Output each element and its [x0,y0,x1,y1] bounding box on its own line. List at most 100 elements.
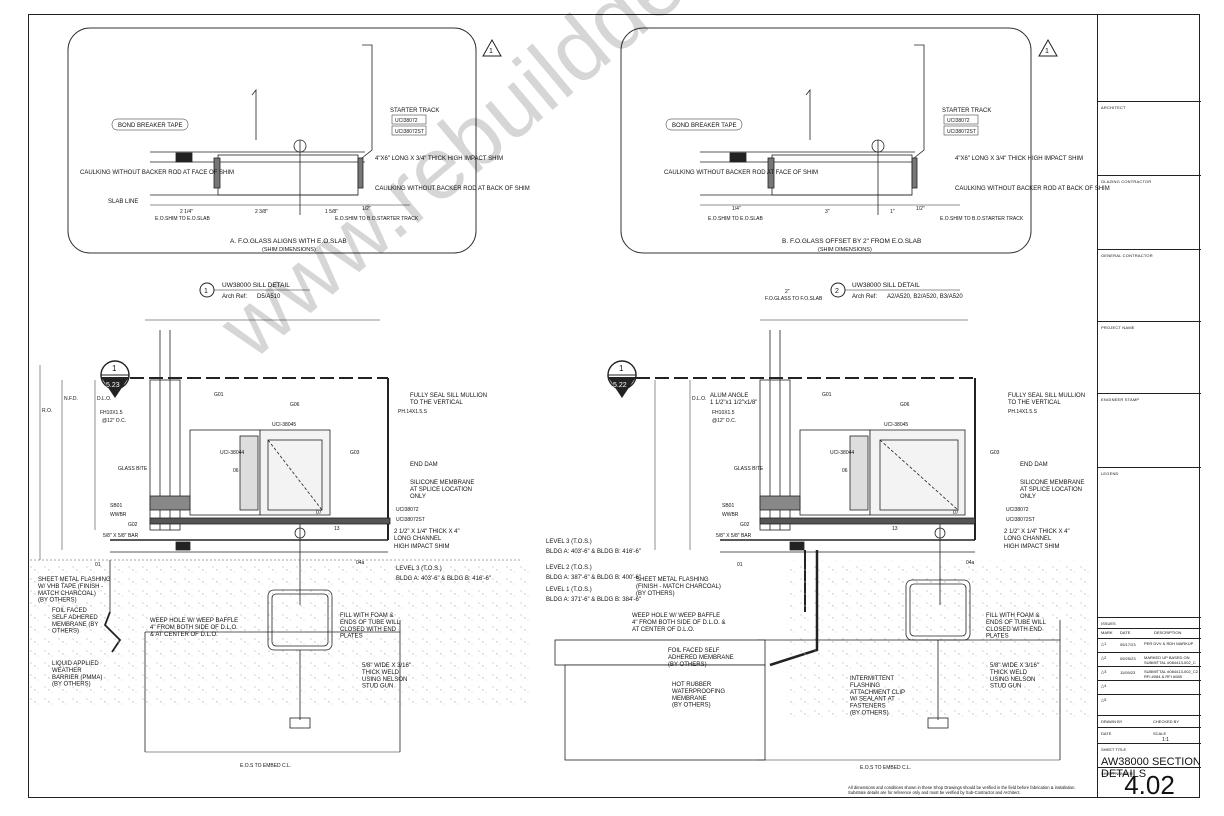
tag: D.L.O. [97,396,111,402]
rev-date: 05/17/23 [1120,642,1136,647]
footnote: All dimensions and conditions shown in t… [848,785,1076,795]
caption-a-sub: (SHIM DIMENSIONS) [262,247,316,253]
dim-a-1: 2 1/4" [180,209,193,215]
tb-general: GENERAL CONTRACTOR [1098,250,1201,322]
note: LEVEL 2 (T.O.S.) [546,565,592,571]
tb-drawn-label: DRAWN BY [1101,719,1123,724]
tag: UCI-38044 [830,450,854,456]
label-starter-track: STARTER TRACK [390,108,439,114]
tb-sheet-title: SHEET TITLE AW38000 SECTION DETAILS [1098,744,1201,780]
dim-b-2: 3" [825,209,830,215]
tb-project-label: PROJECT NAME [1101,325,1135,330]
note: BLDG A: 371'-6" & BLDG B: 384'-6" [546,597,641,603]
tag: 07 [316,510,322,516]
tb-engineer-label: ENGINEER STAMP [1101,397,1140,402]
detail-1-title: UW38000 SILL DETAIL [222,282,290,289]
note: BLDG A: 403'-6" & BLDG B: 416'-6" [396,576,491,582]
note: LEVEL 3 (T.O.S.) [546,539,592,545]
rev-row: △1 05/17/23 PER DVV & RDH MARKUP [1098,638,1201,653]
note: HIGH IMPACT SHIM [394,544,449,550]
tag: UCI-38044 [220,450,244,456]
tag: WWBR [722,512,739,518]
eo-a-1: E.O.SHIM TO E.O.SLAB [155,216,210,222]
label-uci1-b: UCI38072 [947,118,970,124]
detail-b-labels: STARTER TRACK UCI38072 UCI38072ST BOND B… [664,108,1110,253]
note: HIGH IMPACT SHIM [1004,544,1059,550]
tag: 01 [95,562,101,568]
tag: G01 [214,392,224,398]
detail-a-frame [67,27,477,254]
rev-mark-header: MARK [1101,630,1113,635]
rev-mark: △2 [1101,655,1107,660]
detail-1-ref-label: Arch Ref: [222,294,247,300]
note: UCI38072 [396,507,419,513]
tag: N.F.D. [64,396,78,402]
label-shim: 4"X6" LONG X 3/4" THICK HIGH IMPACT SHIM [375,156,503,162]
rev-mark: △1 [1101,641,1107,646]
tb-project: PROJECT NAME [1098,322,1201,394]
tag: G02 [128,522,138,528]
tag: WWBR [110,512,127,518]
tag: 13 [892,526,898,532]
dim-b-4: 1/2" [916,206,925,212]
tag: G02 [740,522,750,528]
rev-date: 09/25/23 [1120,656,1136,661]
tag: G06 [290,402,300,408]
detail-2-title: UW38000 SILL DETAIL [852,282,920,289]
label-caulk-front-b: CAULKING WITHOUT BACKER ROD AT FACE OF S… [664,170,818,176]
dim-a-3: 1 5/8" [325,209,338,215]
tb-legend-label: LEGEND [1101,471,1119,476]
drawing-sheet [28,14,1200,798]
label-caulk-front: CAULKING WITHOUT BACKER ROD AT FACE OF S… [80,170,234,176]
detail-2-offset-dim: 2" [785,289,790,295]
tb-date-scale: DATE SCALE 1:1 [1098,728,1201,744]
note: SHEET METAL FLASHING(FINISH - MATCH CHAR… [636,577,721,597]
tag: 07 [953,510,959,516]
label-slab-line: SLAB LINE [108,199,138,205]
note: 2 1/2" X 1/4" THICK X 4"LONG CHANNEL [1004,529,1070,542]
rev-row: △5 [1098,694,1201,709]
tb-drawn: DRAWN BY CHECKED BY [1098,716,1201,728]
detail-2-ref-label: Arch Ref: [852,294,877,300]
tb-sheet-number: SHEET NUMBER 4.02 [1098,768,1201,800]
element-tags: G01 G06 UCI-38045 UCI-38044 G03 06 07 13… [42,392,1000,568]
note: UCI38072ST [396,517,425,523]
label-caulk-back-b: CAULKING WITHOUT BACKER ROD AT BACK OF S… [955,186,1110,192]
tag: UCI-38045 [884,422,908,428]
label-bond-breaker-b: BOND BREAKER TAPE [672,123,736,129]
tag: UCI-38045 [272,422,296,428]
tag: 5/8" X 5/8" BAR [103,533,139,539]
tag: @12" O.C. [712,418,736,424]
tb-general-label: GENERAL CONTRACTOR [1101,253,1153,258]
eo-b-1: E.O.SHIM TO E.O.SLAB [708,216,763,222]
section-ref: 5.23 [106,382,120,389]
caption-a: A. F.O.GLASS ALIGNS WITH E.O.SLAB [230,238,347,245]
caption-b: B. F.O.GLASS OFFSET BY 2" FROM E.O.SLAB [782,238,921,245]
tag: SB01 [722,503,734,509]
note: END DAM [1020,462,1048,468]
rev-desc-header: DESCRIPTION [1154,630,1182,635]
tb-engineer: ENGINEER STAMP [1098,394,1201,468]
rev-description: PER DVV & RDH MARKUP [1144,641,1194,646]
note: 2 1/2" X 1/4" THICK X 4"LONG CHANNEL [394,529,460,542]
tb-glazing-label: GLAZING CONTRACTOR [1101,179,1152,184]
tag: @12" O.C. [102,418,126,424]
note: E.O.S TO EMBED C.L. [240,763,291,769]
rev-description: MARKED UP BASED ON SUBMITTAL #084413-002… [1144,655,1196,665]
tag: 01 [737,562,743,568]
rev-mark: △5 [1101,697,1107,702]
note: BLDG A: 387'-6" & BLDG B: 400'-6" [546,575,641,581]
detail-a-geometry [150,44,410,215]
rev-triangle [1038,38,1058,57]
sheet-title: AW38000 SECTION DETAILS [1101,756,1201,780]
detail-b-geometry [700,44,960,215]
left-sill-geometry [30,319,520,753]
note: PH.14X1.5.S [398,409,428,415]
